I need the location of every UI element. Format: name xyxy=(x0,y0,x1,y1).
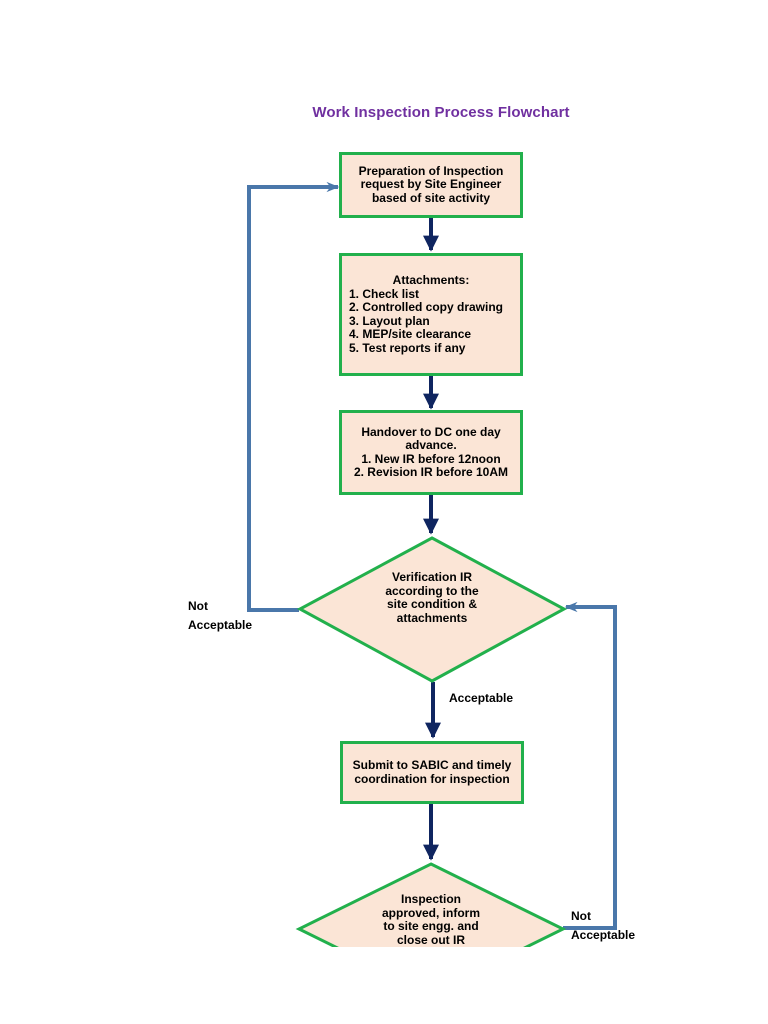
step-handover-line-2: advance. xyxy=(405,438,457,452)
decision-verification-text: Verification IR according to the site co… xyxy=(362,570,502,625)
step-submit-line-2: coordination for inspection xyxy=(354,771,510,786)
label-not-acceptable-right: Not Acceptable xyxy=(571,907,635,945)
step-preparation-line-2: request by Site Engineer xyxy=(360,177,502,192)
flowchart-page: Work Inspection Process Flowchart Prepar… xyxy=(188,104,636,947)
step-attachments-item-3: 3. Layout plan xyxy=(349,313,430,328)
step-handover-line-4: 2. Revision IR before 10AM xyxy=(353,465,509,479)
decision-verification-line-4: attachments xyxy=(396,610,468,625)
label-not-acceptable-left-line-2: Acceptable xyxy=(188,618,253,632)
decision-inspection-line-2: approved, inform xyxy=(381,905,480,920)
step-handover-line-3: 1. New IR before 12noon xyxy=(361,451,501,466)
step-preparation-line-1: Preparation of Inspection xyxy=(358,163,504,178)
label-not-acceptable-left: Not Acceptable xyxy=(188,597,252,635)
step-attachments-item-2: 2. Controlled copy drawing xyxy=(349,300,504,314)
label-not-acceptable-left-line-1: Not xyxy=(188,599,208,613)
step-attachments-heading: Attachments: xyxy=(392,273,470,287)
step-attachments-item-4: 4. MEP/site clearance xyxy=(349,327,472,341)
label-not-acceptable-right-line-1: Not xyxy=(571,909,591,923)
decision-inspection-shape xyxy=(295,862,567,947)
decision-verification-line-2: according to the xyxy=(385,583,479,598)
step-preparation: Preparation of Inspection request by Sit… xyxy=(339,152,523,218)
step-attachments-item-5: 5. Test reports if any xyxy=(349,340,466,355)
step-submit: Submit to SABIC and timely coordination … xyxy=(340,741,524,804)
step-preparation-line-3: based of site activity xyxy=(371,190,491,205)
flowchart-title: Work Inspection Process Flowchart xyxy=(312,104,570,121)
loop-not-acceptable-left xyxy=(247,181,340,612)
bottom-band xyxy=(0,947,768,1024)
step-submit-line-1: Submit to SABIC and timely xyxy=(352,758,512,772)
step-handover: Handover to DC one day advance. 1. New I… xyxy=(339,410,523,495)
decision-verification-line-3: site condition & xyxy=(387,597,477,611)
step-handover-line-1: Handover to DC one day xyxy=(361,424,501,439)
step-attachments: Attachments: 1. Check list 2. Controlled… xyxy=(339,253,523,376)
connectors xyxy=(247,181,617,947)
decision-inspection-line-3: to site engg. and xyxy=(383,919,479,933)
step-attachments-item-1: 1. Check list xyxy=(349,286,420,301)
decision-inspection-text: Inspection approved, inform to site engg… xyxy=(361,892,501,947)
loop-not-acceptable-right xyxy=(563,601,617,930)
label-not-acceptable-right-line-2: Acceptable xyxy=(571,928,636,942)
label-acceptable: Acceptable xyxy=(449,691,514,705)
decision-verification-shape xyxy=(296,536,568,683)
decision-inspection-line-4: close out IR xyxy=(396,932,465,947)
decision-inspection-line-1: Inspection xyxy=(400,892,461,906)
decision-verification-line-1: Verification IR xyxy=(391,570,473,584)
